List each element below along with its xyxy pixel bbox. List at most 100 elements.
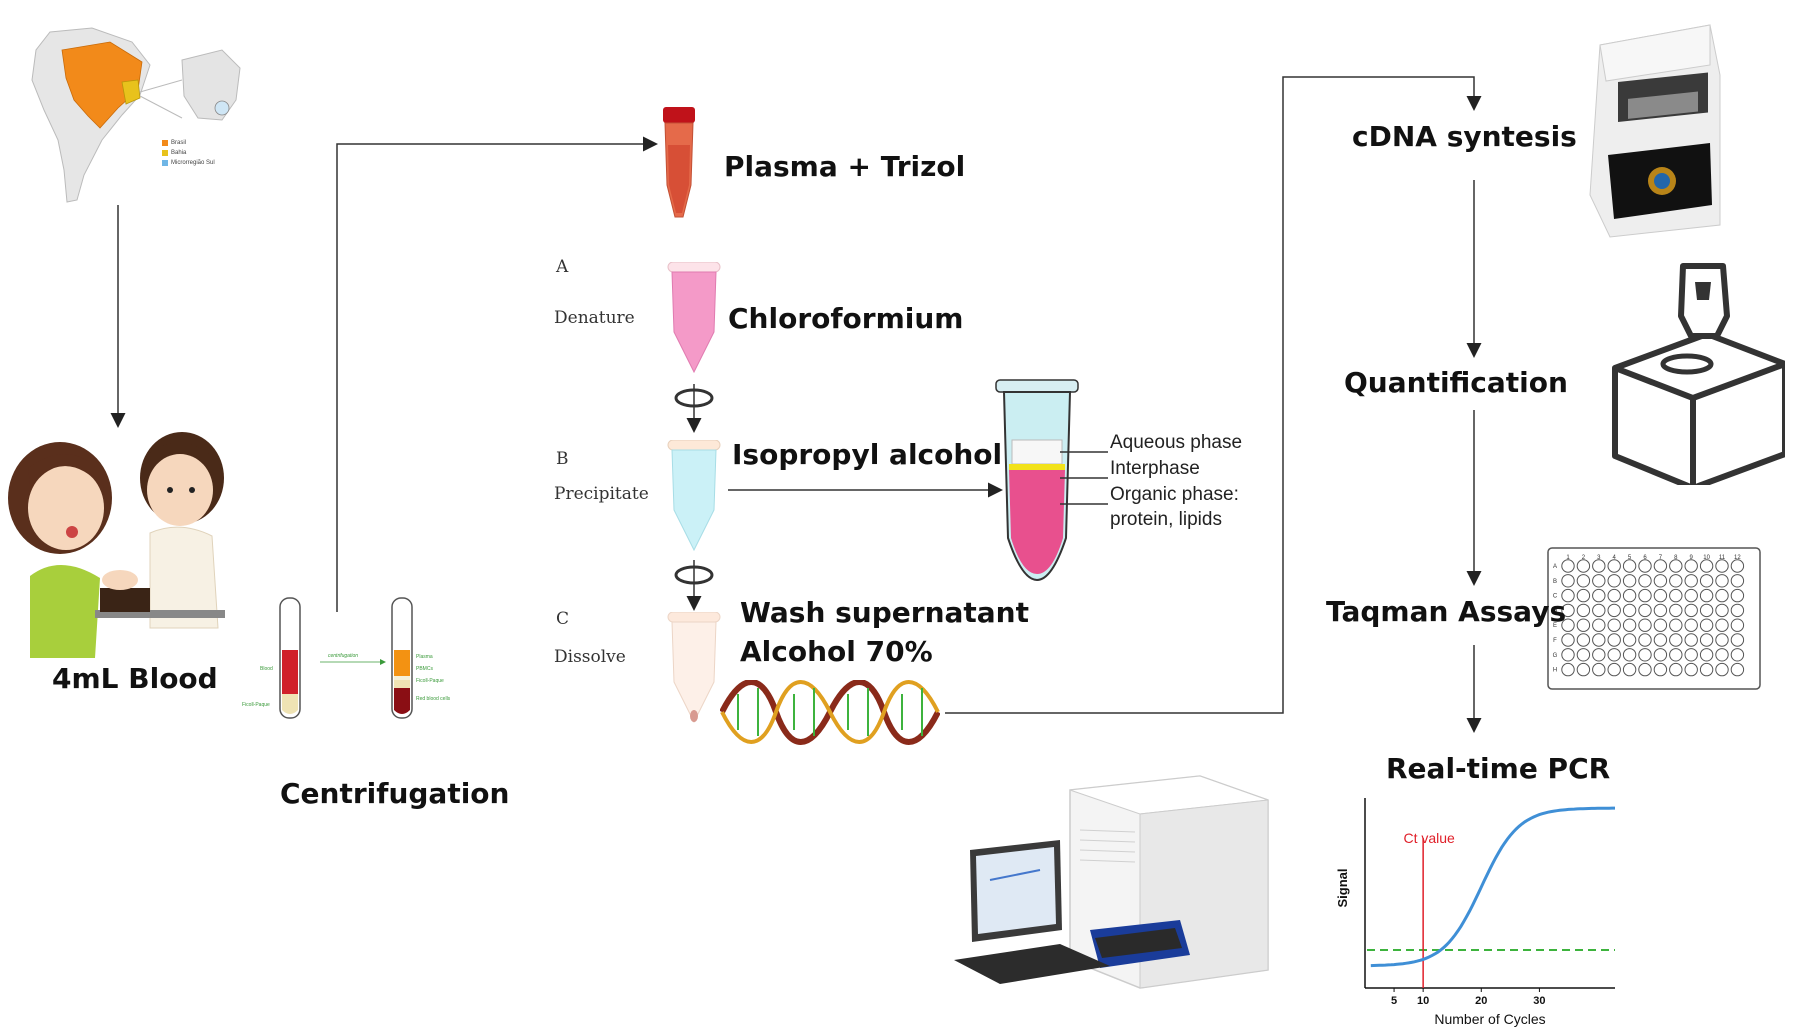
ct-value-annotation: Ct value xyxy=(1403,830,1455,846)
plate-col-label: 5 xyxy=(1628,555,1632,561)
plate-well xyxy=(1576,603,1591,618)
plate-row-label: A xyxy=(1553,564,1557,570)
plate-well xyxy=(1699,662,1714,677)
plate-well xyxy=(1730,588,1745,603)
plate-well xyxy=(1561,633,1575,647)
plasma-trizol-label: Plasma + Trizol xyxy=(724,150,966,183)
centrifugation-label: Centrifugation xyxy=(280,777,510,810)
plate-well xyxy=(1576,662,1591,677)
tube-label-rbc: Red blood cells xyxy=(416,696,451,702)
plate-well xyxy=(1684,559,1698,573)
plate-col-label: 12 xyxy=(1734,555,1741,561)
centrifuge-spin-icon-1 xyxy=(672,385,716,411)
plate-well xyxy=(1684,662,1698,677)
plate-col-label: 11 xyxy=(1719,555,1726,561)
plate-well xyxy=(1638,559,1652,573)
plate-col-label: 2 xyxy=(1582,555,1586,561)
x-tick-label: 10 xyxy=(1417,995,1429,1007)
step-c-letter: C xyxy=(556,609,570,629)
plate-row-label: C xyxy=(1553,594,1558,600)
centrifugation-arrow-label: centrifugation xyxy=(328,653,358,659)
interphase-label: Interphase xyxy=(1110,458,1200,479)
plate-well xyxy=(1622,588,1637,603)
phase-leader-lines xyxy=(1060,451,1108,505)
plate-well xyxy=(1730,559,1745,573)
plate-well xyxy=(1730,574,1745,588)
plate-well xyxy=(1684,588,1698,603)
plate-well xyxy=(1622,662,1637,677)
legend-swatch-bahia xyxy=(162,150,168,156)
plate-well xyxy=(1576,618,1591,632)
plate-col-label: 9 xyxy=(1690,555,1694,561)
tube-label-ficoll-left: Ficoll-Paque xyxy=(242,702,270,708)
plate-well xyxy=(1638,618,1652,632)
blood-draw-illustration xyxy=(0,428,250,658)
plate-well xyxy=(1607,574,1621,588)
plate-well xyxy=(1730,633,1745,647)
plate-well xyxy=(1684,648,1698,662)
plate-well xyxy=(1592,574,1606,588)
plate-well xyxy=(1607,603,1621,618)
plate-well xyxy=(1669,603,1683,618)
plate-well xyxy=(1622,633,1637,647)
plate-well xyxy=(1592,648,1606,662)
centrifuge-spin-icon-2 xyxy=(672,562,716,588)
cdna-synthesis-label: cDNA syntesis xyxy=(1352,120,1577,153)
step-c-name: Dissolve xyxy=(554,647,626,667)
plate-col-label: 4 xyxy=(1613,555,1617,561)
plate-well xyxy=(1638,633,1652,647)
plate-well xyxy=(1653,588,1668,603)
plate-well xyxy=(1669,588,1683,603)
plate-well xyxy=(1561,648,1575,662)
plate-well xyxy=(1576,648,1591,662)
taqman-assays-label: Taqman Assays xyxy=(1326,595,1567,628)
plate-well xyxy=(1592,662,1606,677)
plate-well xyxy=(1592,618,1606,632)
tube-dissolve xyxy=(666,611,722,727)
plate-well xyxy=(1684,603,1698,618)
plate-well xyxy=(1607,588,1621,603)
plate-well xyxy=(1607,559,1621,573)
plate-col-label: 7 xyxy=(1659,555,1663,561)
plate-well xyxy=(1699,559,1714,573)
plate-well xyxy=(1653,618,1668,632)
x-tick-label: 5 xyxy=(1391,995,1397,1007)
plate-well xyxy=(1576,588,1591,603)
plate-well xyxy=(1653,662,1668,677)
pcr-instrument-illustration xyxy=(950,770,1280,1010)
plate-well xyxy=(1561,662,1575,677)
plate-row-label: H xyxy=(1553,668,1557,674)
step-a-letter: A xyxy=(556,257,569,277)
tube-label-plasma: Plasma xyxy=(416,654,433,660)
plate-well xyxy=(1653,633,1668,647)
plate-well xyxy=(1561,574,1575,588)
step-b-letter: B xyxy=(556,449,569,469)
spectrophotometer-icon xyxy=(1595,260,1788,491)
plate-well xyxy=(1730,648,1745,662)
centrifugation-illustration: Blood Ficoll-Paque centrifugation Plasma… xyxy=(238,590,463,730)
south-america-map: Brasil Bahia Microrregião Sul xyxy=(22,20,242,205)
plate-well xyxy=(1576,574,1591,588)
plate-well xyxy=(1699,618,1714,632)
tube-label-blood: Blood xyxy=(260,666,273,672)
plate-row-label: D xyxy=(1553,608,1558,614)
realtime-pcr-label: Real-time PCR xyxy=(1386,752,1611,785)
plate-well xyxy=(1561,618,1575,632)
plate-well xyxy=(1715,588,1729,603)
legend-swatch-microrregiao xyxy=(162,160,168,166)
blood-label: 4mL Blood xyxy=(52,662,218,695)
step-b-name: Precipitate xyxy=(554,484,649,504)
plate-col-label: 1 xyxy=(1566,555,1570,561)
plate-well xyxy=(1730,618,1745,632)
plate-well xyxy=(1638,574,1652,588)
plate-well xyxy=(1607,618,1621,632)
plate-well xyxy=(1669,559,1683,573)
legend-microrregiao: Microrregião Sul xyxy=(171,160,215,166)
plate-well xyxy=(1669,618,1683,632)
plate-well xyxy=(1699,603,1714,618)
plate-well xyxy=(1622,574,1637,588)
plate-well xyxy=(1638,588,1652,603)
plate-well xyxy=(1715,559,1729,573)
legend-swatch-brasil xyxy=(162,140,168,146)
